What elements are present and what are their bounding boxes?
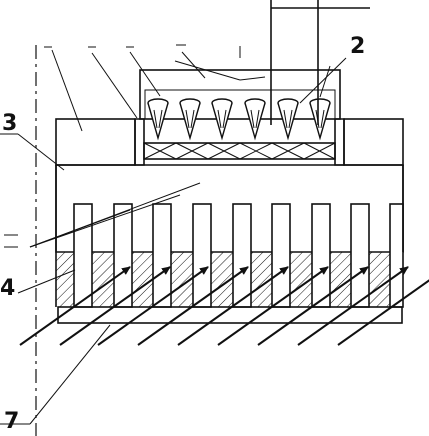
fin xyxy=(171,252,193,307)
emitter-cone xyxy=(244,98,266,141)
left-insulation-block xyxy=(55,118,136,166)
label-4: 4 xyxy=(0,276,15,301)
slot xyxy=(192,203,212,308)
slot xyxy=(350,203,370,308)
slot xyxy=(232,203,252,308)
label-2: 2 xyxy=(350,34,365,59)
slot xyxy=(311,203,331,308)
emitter-cone xyxy=(147,98,169,141)
flow-arrow xyxy=(59,266,171,346)
slot xyxy=(389,203,404,308)
emitter-cone xyxy=(179,98,201,141)
right-step xyxy=(334,118,345,166)
emitter-cone xyxy=(277,98,299,141)
fin xyxy=(92,252,114,307)
flow-arrow xyxy=(217,266,329,346)
right-insulation-block xyxy=(343,118,404,166)
fin-array xyxy=(55,165,404,308)
cross-strip xyxy=(143,142,336,160)
label-7: 7 xyxy=(4,409,19,434)
emitter-row xyxy=(147,98,331,141)
flow-arrow xyxy=(97,266,209,346)
slot xyxy=(271,203,291,308)
slot xyxy=(113,203,133,308)
emitter-cone xyxy=(211,98,233,141)
emitter-housing xyxy=(139,69,341,120)
emitter-cone xyxy=(309,98,331,141)
flow-arrow xyxy=(337,279,429,346)
leader-lines xyxy=(0,44,347,425)
left-step xyxy=(134,118,145,166)
flow-arrow xyxy=(177,266,289,346)
fin xyxy=(290,252,312,307)
slot xyxy=(152,203,172,308)
flow-arrow xyxy=(257,266,369,346)
slot xyxy=(73,203,93,308)
fin xyxy=(211,252,233,307)
fin xyxy=(132,252,153,307)
label-3: 3 xyxy=(2,111,17,136)
flow-arrow xyxy=(137,266,249,346)
fin xyxy=(251,252,272,307)
flow-arrows xyxy=(19,266,429,346)
flow-arrow xyxy=(19,266,131,346)
fin xyxy=(56,252,74,307)
fin xyxy=(330,252,351,307)
fin xyxy=(369,252,390,307)
flow-arrow xyxy=(297,266,409,346)
